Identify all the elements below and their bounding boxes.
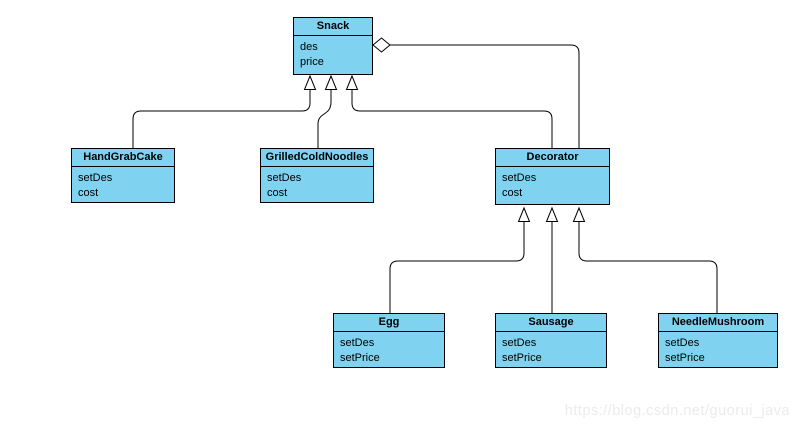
attribute: setDes — [502, 172, 537, 184]
class-attributes: setDes cost — [72, 167, 174, 201]
class-box-needlemushroom: NeedleMushroom setDes setPrice — [658, 313, 778, 368]
class-name: Egg — [334, 314, 444, 332]
class-box-sausage: Sausage setDes setPrice — [495, 313, 607, 368]
aggregation-diamond-icon — [372, 37, 391, 53]
class-box-handgrabcake: HandGrabCake setDes cost — [71, 148, 175, 203]
inheritance-connector-needlemushroom-decorator — [578, 222, 718, 313]
class-name: GrilledColdNoodles — [261, 149, 373, 167]
attribute: setDes — [502, 337, 537, 349]
inheritance-connector-decorator-snack — [351, 90, 553, 148]
inheritance-arrow-icon — [572, 206, 586, 222]
class-box-egg: Egg setDes setPrice — [333, 313, 445, 368]
class-attributes: des price — [294, 36, 372, 70]
class-box-decorator: Decorator setDes cost — [495, 148, 610, 205]
attribute: setDes — [340, 337, 375, 349]
attribute: setPrice — [502, 352, 542, 364]
class-attributes: setDes setPrice — [659, 332, 777, 366]
attribute: cost — [78, 187, 99, 199]
inheritance-arrow-icon — [303, 74, 317, 90]
class-attributes: setDes setPrice — [496, 332, 606, 366]
attribute: setDes — [267, 172, 302, 184]
inheritance-arrow-icon — [345, 74, 359, 90]
attribute: setPrice — [665, 352, 705, 364]
class-name: Decorator — [496, 149, 609, 167]
attribute: price — [300, 56, 324, 68]
class-box-grilledcoldnoodles: GrilledColdNoodles setDes cost — [260, 148, 374, 203]
attribute: cost — [502, 187, 523, 199]
attribute: setDes — [665, 337, 700, 349]
class-attributes: setDes cost — [496, 167, 609, 201]
class-name: Snack — [294, 18, 372, 36]
class-attributes: setDes cost — [261, 167, 373, 201]
class-box-snack: Snack des price — [293, 17, 373, 75]
class-attributes: setDes setPrice — [334, 332, 444, 366]
class-name: NeedleMushroom — [659, 314, 777, 332]
inheritance-connector-handgrabcake-snack — [132, 90, 311, 148]
inheritance-arrow-icon — [545, 206, 559, 222]
attribute: des — [300, 41, 318, 53]
class-name: Sausage — [496, 314, 606, 332]
inheritance-connector-grilledcoldnoodles-snack — [317, 90, 332, 148]
aggregation-connector-snack-decorator — [390, 44, 580, 148]
attribute: setDes — [78, 172, 113, 184]
inheritance-arrow-icon — [324, 74, 338, 90]
attribute: cost — [267, 187, 288, 199]
attribute: setPrice — [340, 352, 380, 364]
inheritance-connector-egg-decorator — [389, 222, 525, 313]
watermark: https://blog.csdn.net/guorui_java — [564, 403, 790, 419]
class-name: HandGrabCake — [72, 149, 174, 167]
inheritance-arrow-icon — [517, 206, 531, 222]
